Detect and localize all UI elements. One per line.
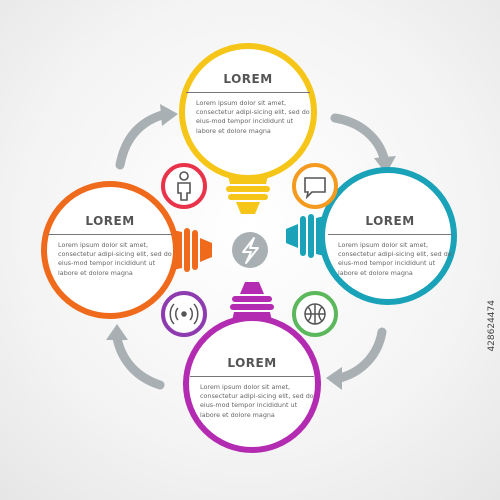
step-1-title: LOREM xyxy=(186,72,310,93)
arrowhead-bottom-left xyxy=(106,324,128,340)
basketball-icon xyxy=(304,303,326,325)
arrow-bottom-right xyxy=(335,327,387,383)
arrow-bottom-left xyxy=(112,333,165,390)
bulb-step-2 xyxy=(286,167,457,305)
arrowhead-top-left xyxy=(160,104,178,126)
step-1-body: Lorem ipsum dolor sit amet, consectetur … xyxy=(196,99,310,135)
icon-badge-chat xyxy=(292,163,338,209)
step-4-text: LOREM Lorem ipsum dolor sit amet, consec… xyxy=(48,214,172,278)
bulb-step-3 xyxy=(183,282,321,453)
cycle-arrows xyxy=(112,110,390,390)
bulb-base-2 xyxy=(286,214,325,258)
arrowhead-bottom-right xyxy=(326,367,342,390)
step-2-title: LOREM xyxy=(328,214,452,235)
person-icon xyxy=(177,171,191,201)
icon-badge-person xyxy=(161,163,207,209)
step-4-title: LOREM xyxy=(48,214,172,235)
arrow-top-right xyxy=(330,113,390,167)
icon-badge-basketball xyxy=(292,291,338,337)
arrowhead-top-right xyxy=(374,156,396,174)
bulb-step-1 xyxy=(179,43,317,214)
step-2-body: Lorem ipsum dolor sit amet, consectetur … xyxy=(338,241,452,277)
icon-badge-signal xyxy=(161,291,207,337)
bulb-base-1 xyxy=(226,175,270,214)
center-badge xyxy=(232,232,268,268)
cycle-arrowheads xyxy=(106,104,396,390)
step-3-title: LOREM xyxy=(190,356,314,377)
step-3-text: LOREM Lorem ipsum dolor sit amet, consec… xyxy=(190,356,314,420)
lightning-icon xyxy=(242,237,259,264)
arrow-top-left xyxy=(115,110,167,170)
bulb-base-3 xyxy=(230,282,274,321)
step-4-body: Lorem ipsum dolor sit amet, consectetur … xyxy=(58,241,172,277)
step-2-text: LOREM Lorem ipsum dolor sit amet, consec… xyxy=(328,214,452,278)
signal-icon xyxy=(169,303,199,325)
stock-id-watermark: 428624474 xyxy=(487,300,497,352)
chat-bubble-icon xyxy=(304,177,326,200)
step-1-text: LOREM Lorem ipsum dolor sit amet, consec… xyxy=(186,72,310,136)
step-3-body: Lorem ipsum dolor sit amet, consectetur … xyxy=(200,383,314,419)
bulb-step-4 xyxy=(41,181,212,319)
bulb-base-4 xyxy=(173,228,212,272)
